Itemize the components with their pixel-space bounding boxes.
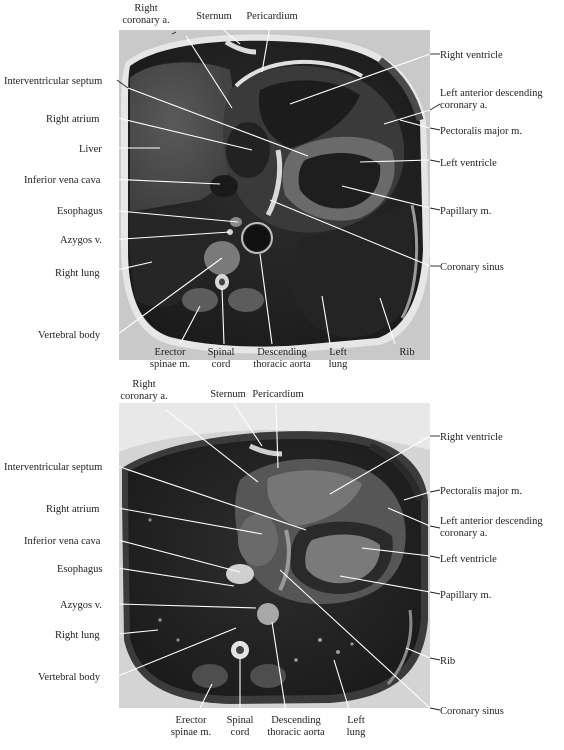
bottom-label-right-ventricle: Right ventricle — [440, 432, 503, 443]
top-label-erector-1: Erector — [155, 347, 186, 358]
bottom-label-right-atrium: Right atrium — [46, 504, 99, 515]
top-label-papillary: Papillary m. — [440, 206, 491, 217]
bottom-label-right-lung: Right lung — [55, 630, 100, 641]
bottom-leader-lines — [116, 403, 441, 713]
bottom-label-right-coronary-1: Right — [132, 379, 155, 390]
bottom-label-papillary: Papillary m. — [440, 590, 491, 601]
top-label-right-lung: Right lung — [55, 268, 100, 279]
top-label-left-lung-1: Left — [329, 347, 347, 358]
top-label-vertebral-body: Vertebral body — [38, 330, 101, 341]
top-label-ivc: Inferior vena cava — [24, 175, 101, 186]
top-label-right-coronary-1: Right — [134, 3, 157, 14]
top-label-left-ventricle: Left ventricle — [440, 158, 497, 169]
top-label-desc-aorta-2: thoracic aorta — [253, 359, 311, 370]
bottom-label-sternum: Sternum — [210, 389, 246, 400]
top-label-right-ventricle: Right ventricle — [440, 50, 503, 61]
bottom-label-azygos: Azygos v. — [60, 600, 102, 611]
bottom-label-spinal-1: Spinal — [227, 715, 254, 726]
bottom-label-left-lung-1: Left — [347, 715, 365, 726]
bottom-label-coronary-sinus: Coronary sinus — [440, 706, 504, 717]
bottom-label-desc-aorta-2: thoracic aorta — [267, 727, 325, 738]
bottom-label-lad-2: coronary a. — [440, 528, 487, 539]
top-label-erector-2: spinae m. — [150, 359, 190, 370]
bottom-label-esophagus: Esophagus — [57, 564, 103, 575]
top-label-right-coronary-2: coronary a. — [122, 15, 169, 26]
top-label-sternum: Sternum — [196, 11, 232, 22]
bottom-labels: Right coronary a. Sternum Pericardium Ri… — [4, 379, 543, 738]
bottom-label-right-coronary-2: coronary a. — [120, 391, 167, 402]
bottom-label-erector-1: Erector — [176, 715, 207, 726]
top-label-desc-aorta-1: Descending — [257, 347, 307, 358]
bottom-mri-image — [119, 403, 430, 708]
bottom-label-spinal-2: cord — [231, 727, 250, 738]
top-leader-lines — [107, 25, 441, 345]
top-label-left-lung-2: lung — [329, 359, 348, 370]
top-label-azygos: Azygos v. — [60, 235, 102, 246]
bottom-label-rib: Rib — [440, 656, 455, 667]
bottom-label-erector-2: spinae m. — [171, 727, 211, 738]
top-label-spinal-1: Spinal — [208, 347, 235, 358]
top-label-spinal-2: cord — [212, 359, 231, 370]
bottom-label-pericardium: Pericardium — [252, 389, 303, 400]
top-label-lad-2: coronary a. — [440, 100, 487, 111]
bottom-label-desc-aorta-1: Descending — [271, 715, 321, 726]
top-labels: Right coronary a. Sternum Pericardium Ri… — [4, 3, 543, 370]
bottom-label-left-ventricle: Left ventricle — [440, 554, 497, 565]
bottom-label-interventricular-septum: Interventricular septum — [4, 462, 102, 473]
top-label-esophagus: Esophagus — [57, 206, 103, 217]
bottom-label-lad-1: Left anterior descending — [440, 516, 543, 527]
top-label-right-atrium: Right atrium — [46, 114, 99, 125]
bottom-label-vertebral-body: Vertebral body — [38, 672, 101, 683]
bottom-label-ivc: Inferior vena cava — [24, 536, 101, 547]
top-label-interventricular-septum: Interventricular septum — [4, 76, 102, 87]
top-label-coronary-sinus: Coronary sinus — [440, 262, 504, 273]
bottom-label-pectoralis: Pectoralis major m. — [440, 486, 522, 497]
top-mri-image — [119, 30, 430, 360]
top-label-pectoralis: Pectoralis major m. — [440, 126, 522, 137]
bottom-label-left-lung-2: lung — [347, 727, 366, 738]
top-label-rib: Rib — [399, 347, 414, 358]
top-label-pericardium: Pericardium — [246, 11, 297, 22]
top-label-lad-1: Left anterior descending — [440, 88, 543, 99]
top-label-liver: Liver — [79, 144, 102, 155]
